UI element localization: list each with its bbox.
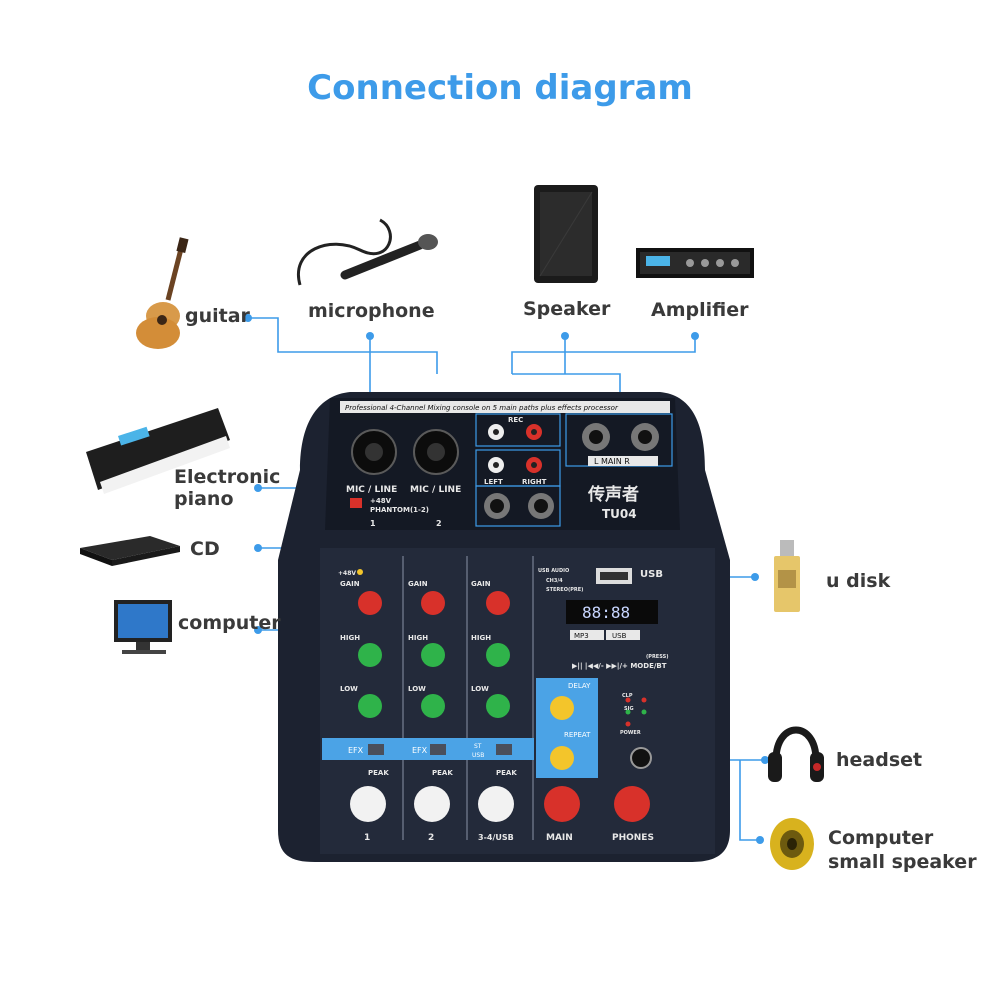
main-lr-label: L MAIN R — [594, 457, 630, 466]
main-knob — [544, 786, 580, 822]
repeat-knob — [550, 746, 574, 770]
svg-text:GAIN: GAIN — [340, 580, 360, 588]
udisk-dot — [751, 573, 759, 581]
peak-label-3: PEAK — [496, 769, 517, 777]
svg-text:LOW: LOW — [340, 685, 358, 693]
usb-port-label: USB — [640, 569, 663, 580]
peak-label-1: PEAK — [368, 769, 389, 777]
headset-icon — [768, 726, 824, 782]
brand-logo: 传声者 — [587, 484, 639, 505]
usb-badge: USB — [612, 632, 627, 640]
volume-knob-1 — [350, 786, 386, 822]
mic-line-label-2: MIC / LINE — [410, 485, 461, 495]
speaker-icon — [534, 185, 598, 283]
svg-text:GAIN: GAIN — [408, 580, 428, 588]
model-label: TU04 — [602, 507, 637, 521]
efx-label-2: EFX — [412, 746, 428, 755]
volume-knob-3 — [478, 786, 514, 822]
delay-knob — [550, 696, 574, 720]
power-label: POWER — [620, 730, 641, 736]
computer-label: computer — [178, 612, 281, 634]
diagram-title: Connection diagram — [307, 68, 693, 108]
headset-label: headset — [836, 749, 923, 771]
lcd-display: 88:88 — [582, 603, 630, 622]
phantom-label-2: PHANTOM(1-2) — [370, 506, 429, 514]
phones-knob-label: PHONES — [612, 833, 654, 843]
ch34-label: CH3/4 — [546, 578, 563, 584]
computer-dot — [254, 626, 262, 634]
mp3-badge: MP3 — [574, 632, 589, 640]
channel-2-number: 2 — [436, 519, 442, 528]
guitar-label: guitar — [185, 305, 250, 327]
phantom-button — [350, 498, 362, 508]
main-knob-label: MAIN — [546, 833, 573, 843]
svg-text:GAIN: GAIN — [471, 580, 491, 588]
guitar-icon — [136, 237, 189, 349]
speaker-dot — [561, 332, 569, 340]
transport-controls-label: ▶|| |◀◀/- ▶▶|/+ MODE/BT — [572, 662, 667, 671]
guitar-dot — [244, 314, 252, 322]
microphone-label: microphone — [308, 300, 435, 322]
channel-strip-1: GAIN HIGH LOW — [340, 580, 382, 718]
electronic-piano-label-line1: Electronic — [174, 466, 281, 488]
ch1-bottom-label: 1 — [364, 833, 370, 843]
left-label: LEFT — [484, 478, 503, 486]
small-speaker-dot — [756, 836, 764, 844]
ch2-bottom-label: 2 — [428, 833, 434, 843]
udisk-label: u disk — [826, 570, 891, 592]
st-label: ST — [474, 743, 482, 750]
headset-dot — [761, 756, 769, 764]
plus48v-small: +48V — [338, 570, 356, 577]
computer-icon — [114, 600, 172, 654]
svg-text:HIGH: HIGH — [408, 634, 428, 642]
cd-label: CD — [190, 538, 220, 560]
phones-jack — [630, 747, 652, 769]
microphone-dot — [366, 332, 374, 340]
rec-label: REC — [508, 416, 523, 424]
ch34usb-label: 3-4/USB — [478, 833, 514, 842]
combo-jack-2 — [413, 429, 459, 475]
svg-text:HIGH: HIGH — [340, 634, 360, 642]
svg-text:LOW: LOW — [471, 685, 489, 693]
usb-small-label: USB — [472, 752, 484, 759]
repeat-label: REPEAT — [564, 731, 591, 739]
channel-1-number: 1 — [370, 519, 376, 528]
phantom-label-1: +48V — [370, 497, 392, 505]
stereo-pre-label: STEREO(PRE) — [546, 587, 583, 593]
cd-dot — [254, 544, 262, 552]
amplifier-dot — [691, 332, 699, 340]
speaker-label: Speaker — [523, 298, 611, 320]
svg-text:HIGH: HIGH — [471, 634, 491, 642]
small-speaker-icon — [770, 818, 814, 870]
cd-player-icon — [80, 536, 180, 566]
electronic-piano-icon — [86, 408, 230, 494]
clip-label: CLP — [622, 693, 633, 699]
mixer-banner: Professional 4-Channel Mixing console on… — [345, 404, 619, 412]
svg-text:LOW: LOW — [408, 685, 426, 693]
press-label: (PRESS) — [646, 654, 668, 660]
mic-line-label-1: MIC / LINE — [346, 485, 397, 495]
microphone-icon — [296, 218, 438, 286]
piano-dot — [254, 484, 262, 492]
efx-label-1: EFX — [348, 746, 364, 755]
amplifier-label: Amplifier — [651, 299, 749, 321]
channel-strip-3: GAIN HIGH LOW — [471, 580, 510, 718]
phones-knob — [614, 786, 650, 822]
small-speaker-label-line2: small speaker — [828, 851, 977, 873]
electronic-piano-label-line2: piano — [174, 488, 234, 510]
peak-label-2: PEAK — [432, 769, 453, 777]
usb-audio-label: USB AUDIO — [538, 568, 569, 574]
sig-label: SIG — [624, 706, 634, 712]
combo-jack-1 — [351, 429, 397, 475]
small-speaker-label-line1: Computer — [828, 827, 934, 849]
u-disk-icon — [774, 540, 800, 612]
amplifier-icon — [636, 248, 754, 278]
right-label: RIGHT — [522, 478, 547, 486]
delay-label: DELAY — [568, 682, 591, 690]
channel-strip-2: GAIN HIGH LOW — [408, 580, 445, 718]
volume-knob-2 — [414, 786, 450, 822]
